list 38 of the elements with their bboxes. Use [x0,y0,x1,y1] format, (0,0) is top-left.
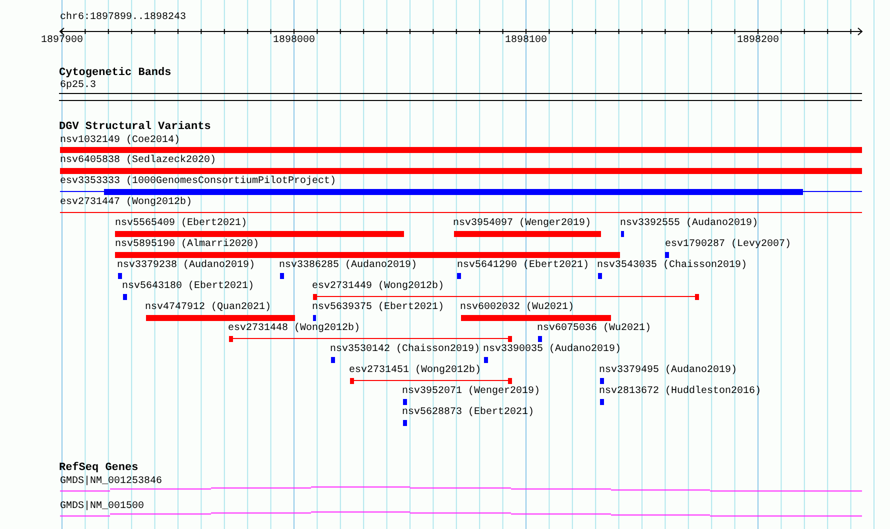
variant-label: nsv3954097 (Wenger2019) [453,218,592,230]
variant-label: nsv3379238 (Audano2019) [117,260,256,272]
variant-label: nsv5643180 (Ebert2021) [122,281,254,293]
variant-label: nsv3392555 (Audano2019) [620,218,758,230]
variant-label: nsv5641290 (Ebert2021) [457,260,590,272]
variant-label: esv2731448 (Wong2012b) [228,323,360,335]
variant-label: nsv3379495 (Audano2019) [599,365,738,377]
tick-label: 1898200 [737,35,779,47]
variant-label: nsv3386285 (Audano2019) [279,260,418,272]
variant-label: nsv5895190 (Almarri2020) [115,239,260,251]
variant-label: esv2731449 (Wong2012b) [312,281,444,293]
variant-label: nsv3390035 (Audano2019) [483,344,622,356]
variant-label: nsv5639375 (Ebert2021) [312,302,444,314]
tick-label: 1897900 [41,35,83,47]
variant-label: nsv2813672 (Huddleston2016) [599,386,762,398]
track-title: DGV Structural Variants [59,121,211,133]
variant-label: nsv6075036 (Wu2021) [537,323,652,335]
variant-label: nsv4747912 (Quan2021) [145,302,272,314]
variant-label: esv3353333 (1000GenomesConsortiumPilotProject) [60,176,336,188]
variant-label: nsv3530142 (Chaisson2019) [330,344,480,356]
variant-label: nsv3543035 (Chaisson2019) [597,260,748,272]
band-label: 6p25.3 [60,80,96,92]
track-title: Cytogenetic Bands [59,67,172,79]
gene-label: GMDS|NM_001253846 [60,476,162,488]
variant-label: nsv1032149 (Coe2014) [60,135,180,147]
variant-label: nsv6405838 (Sedlazeck2020) [60,155,216,167]
tick-label: 1898000 [273,35,315,47]
variant-label: esv1790287 (Levy2007) [665,239,792,251]
gene-label: GMDS|NM_001500 [60,501,144,513]
variant-label: esv2731451 (Wong2012b) [349,365,482,377]
tick-label: 1898100 [505,35,547,47]
locus-label: chr6:1897899..1898243 [60,12,186,24]
variant-label: nsv5565409 (Ebert2021) [115,218,248,230]
variant-label: nsv6002032 (Wu2021) [460,302,574,314]
variant-label: esv2731447 (Wong2012b) [60,197,192,209]
variant-label: nsv3952071 (Wenger2019) [402,386,540,398]
variant-label: nsv5628873 (Ebert2021) [402,407,534,419]
track-title: RefSeq Genes [59,462,138,474]
